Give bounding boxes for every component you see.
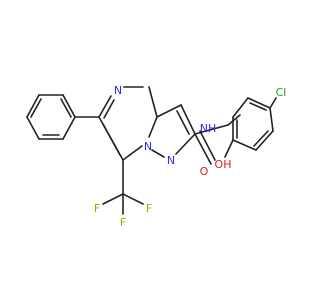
pyrazole-ring [151,104,196,158]
atom-n-bridge: N [144,140,152,153]
atom-chlorine: Cl [276,86,287,99]
atom-o-carbonyl: O [200,165,209,178]
atom-fluorine-3: F [120,216,126,229]
atom-n-pyrimidine: N [114,84,122,97]
chlorohydroxyphenyl-ring [224,97,277,158]
atom-fluorine-2: F [146,202,152,215]
molecule-canvas: N N N O NH OH Cl F F F [26,84,287,229]
structure-diagram: N N N O NH OH Cl F F F [26,84,287,229]
atom-oh-hydroxyl: OH [215,158,232,171]
amide-group [194,114,241,165]
atom-nh-amide: NH [200,122,217,135]
atom-fluorine-1: F [94,202,100,215]
pyrimidine-ring [98,86,158,161]
trifluoromethyl-group [102,159,144,215]
atom-n-pyrazole: N [167,154,175,167]
phenyl-ring [26,94,76,140]
